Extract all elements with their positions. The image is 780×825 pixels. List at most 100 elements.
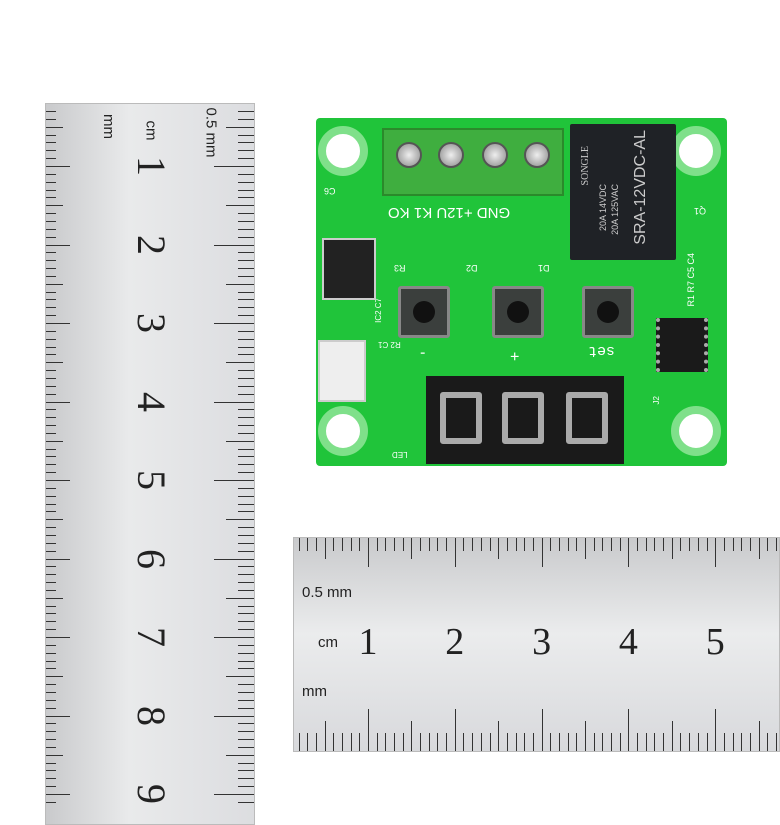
ruler-tick <box>46 283 63 285</box>
ruler-tick <box>376 538 378 551</box>
ruler-tick <box>749 733 751 751</box>
ruler-tick <box>411 721 413 751</box>
ruler-tick <box>411 538 413 559</box>
ruler-tick <box>697 538 699 551</box>
ruler-tick <box>238 197 254 199</box>
ruler-tick <box>324 538 326 559</box>
screw-icon <box>524 142 550 168</box>
ruler-tick <box>214 244 254 246</box>
ruler-number: 1 <box>129 156 174 176</box>
ruler-tick <box>226 440 254 442</box>
ruler-tick <box>420 538 422 551</box>
screw-icon <box>396 142 422 168</box>
ruler-tick <box>238 550 254 552</box>
ruler-tick <box>214 715 254 717</box>
ruler-tick <box>46 746 56 748</box>
silk-ic2: IC2 C7 <box>374 298 383 323</box>
ruler-tick <box>238 786 254 788</box>
ruler-tick <box>524 538 526 551</box>
digit <box>566 392 608 444</box>
ruler-tick <box>532 733 534 751</box>
ruler-mm-label: mm <box>302 683 327 700</box>
led-display <box>426 376 624 464</box>
ruler-tick <box>46 166 70 167</box>
ruler-tick <box>238 354 254 356</box>
ruler-tick <box>46 511 56 513</box>
ruler-tick <box>480 538 482 551</box>
ruler-tick <box>238 613 254 615</box>
ruler-tick <box>238 417 254 419</box>
ruler-tick <box>214 480 254 481</box>
silk-resistors: R1 R7 C5 C4 <box>686 253 696 307</box>
ruler-number: 5 <box>705 621 725 663</box>
ruler-tick <box>238 315 254 317</box>
ruler-tick <box>333 733 335 751</box>
ruler-tick <box>46 377 56 379</box>
ruler-tick <box>706 538 708 551</box>
ruler-tick <box>226 362 254 364</box>
ruler-tick <box>226 597 254 599</box>
ruler-tick <box>238 158 254 160</box>
ruler-tick <box>46 770 56 772</box>
set-button[interactable] <box>582 286 634 338</box>
ruler-tick <box>46 550 56 552</box>
ruler-tick <box>46 644 56 646</box>
silk-r3: R3 <box>394 263 406 273</box>
ruler-tick <box>238 652 254 654</box>
silk-c6: C6 <box>324 186 336 196</box>
ruler-number: 2 <box>129 234 174 255</box>
ruler-tick <box>645 538 647 551</box>
silk-q1: Q1 <box>694 206 707 216</box>
ruler-tick <box>593 538 595 551</box>
ruler-tick <box>238 542 254 544</box>
ruler-tick <box>238 377 254 379</box>
ruler-tick <box>238 213 254 215</box>
ruler-number: 1 <box>358 621 378 663</box>
ruler-tick <box>238 448 254 450</box>
ruler-tick <box>238 370 254 372</box>
ruler-tick <box>46 754 63 756</box>
ruler-tick <box>619 538 621 551</box>
ruler-tick <box>238 801 254 803</box>
ruler-tick <box>715 538 717 568</box>
ruler-tick <box>238 668 254 670</box>
ruler-tick <box>489 538 491 551</box>
ruler-tick <box>46 417 56 419</box>
ruler-tick <box>46 582 56 584</box>
relay-brand: SONGLE <box>580 146 591 186</box>
ruler-tick <box>376 733 378 751</box>
plus-button[interactable] <box>492 286 544 338</box>
silk-minus: - <box>420 345 426 362</box>
ruler-tick <box>46 181 56 183</box>
ruler-tick <box>524 733 526 751</box>
ruler-tick <box>46 425 56 427</box>
ruler-cm-label: cm <box>318 634 338 651</box>
ruler-tick <box>359 733 361 751</box>
ruler-tick <box>46 801 56 803</box>
ruler-tick <box>214 401 254 403</box>
ruler-tick <box>298 733 300 751</box>
ruler-tick <box>214 323 254 324</box>
ruler-tick <box>238 299 254 301</box>
ruler-tick <box>226 126 254 128</box>
ruler-tick <box>585 538 586 559</box>
ruler-tick <box>350 733 352 751</box>
ruler-tick <box>238 456 254 458</box>
ruler-tick <box>46 197 56 199</box>
ruler-tick <box>238 252 254 254</box>
silk-d1: D1 <box>538 263 550 273</box>
ruler-tick <box>46 794 70 795</box>
ruler-tick <box>46 299 56 301</box>
ruler-tick <box>238 118 254 120</box>
ruler-tick <box>238 173 254 175</box>
ruler-tick <box>333 538 335 551</box>
ruler-tick <box>567 538 569 551</box>
ruler-tick <box>46 228 56 230</box>
minus-button[interactable] <box>398 286 450 338</box>
ruler-tick <box>420 733 422 751</box>
ruler-tick <box>628 709 630 751</box>
ruler-tick <box>46 291 56 293</box>
ruler-tick <box>46 150 56 152</box>
ruler-tick <box>238 503 254 505</box>
ruler-tick <box>576 538 578 551</box>
